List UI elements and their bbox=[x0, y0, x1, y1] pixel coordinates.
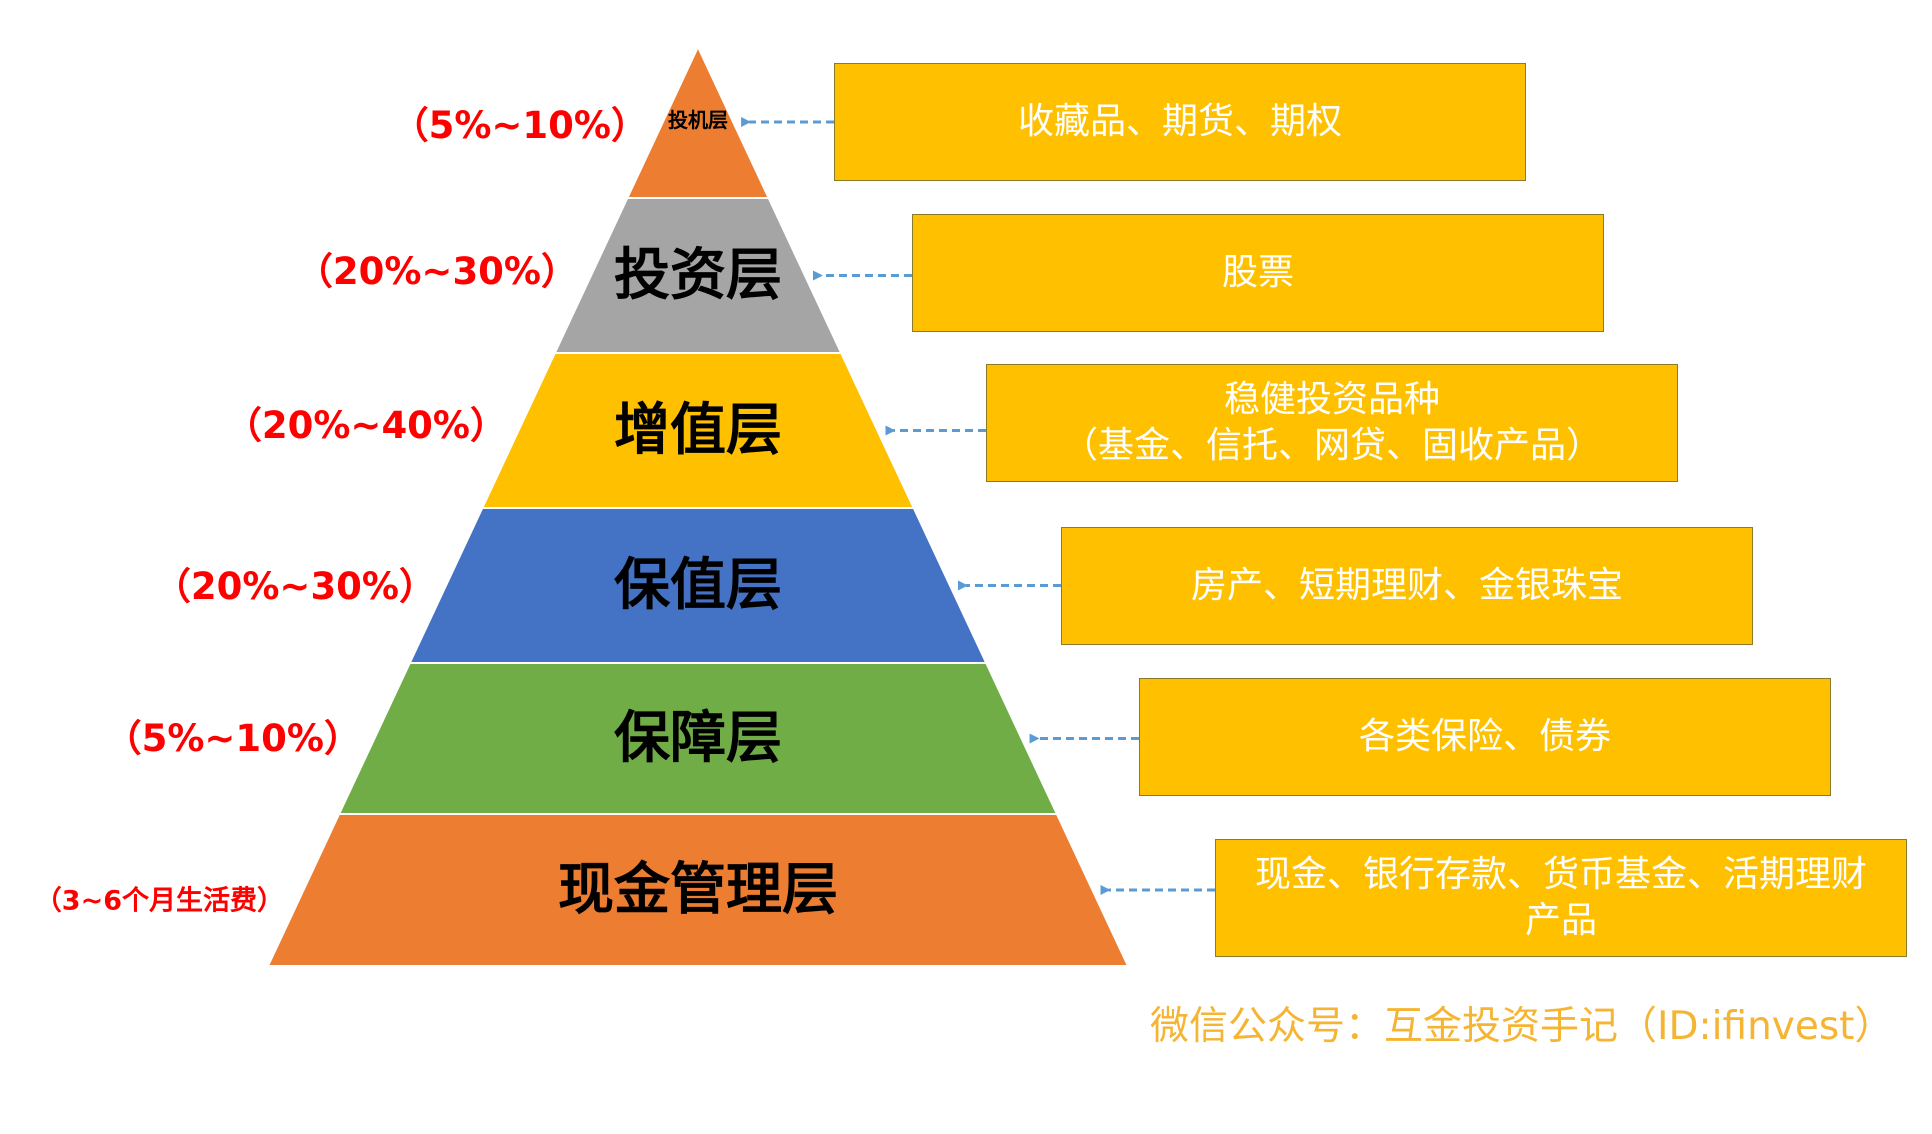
examples-box-preservation: 房产、短期理财、金银珠宝 bbox=[1061, 527, 1753, 645]
examples-box-appreciation: 稳健投资品种 （基金、信托、网贷、固收产品） bbox=[986, 364, 1678, 482]
layer-percentage-investment: （20%~30%） bbox=[295, 250, 578, 293]
layer-name-appreciation: 增值层 bbox=[614, 398, 782, 463]
examples-text: 产品 bbox=[1524, 900, 1597, 941]
examples-text: 稳健投资品种 bbox=[1223, 379, 1440, 420]
layer-name-speculation: 投机层 bbox=[668, 108, 728, 132]
layer-name-investment: 投资层 bbox=[614, 243, 782, 308]
examples-box-investment: 股票 bbox=[912, 214, 1604, 332]
examples-box-cash: 现金、银行存款、货币基金、活期理财 产品 bbox=[1215, 839, 1907, 957]
examples-text: 各类保险、债券 bbox=[1358, 716, 1611, 757]
layer-percentage-preservation: （20%~30%） bbox=[153, 565, 436, 608]
layer-percentage-cash: （3~6个月生活费） bbox=[34, 885, 284, 917]
layer-name-cash: 现金管理层 bbox=[558, 858, 838, 923]
pyramid-layer-cash bbox=[266, 813, 1130, 967]
examples-text: 股票 bbox=[1221, 252, 1294, 293]
layer-percentage-speculation: （5%~10%） bbox=[391, 104, 648, 147]
examples-text: 收藏品、期货、期权 bbox=[1017, 101, 1342, 142]
layer-name-preservation: 保值层 bbox=[614, 553, 782, 618]
examples-box-protection: 各类保险、债券 bbox=[1139, 678, 1831, 796]
layer-name-protection: 保障层 bbox=[614, 706, 782, 771]
layer-percentage-protection: （5%~10%） bbox=[104, 717, 361, 760]
examples-text: （基金、信托、网贷、固收产品） bbox=[1061, 425, 1602, 466]
examples-text: 房产、短期理财、金银珠宝 bbox=[1190, 565, 1623, 606]
layer-percentage-appreciation: （20%~40%） bbox=[224, 404, 507, 447]
footer-credit: 微信公众号：互金投资手记（ID:ifinvest） bbox=[1150, 1004, 1894, 1049]
examples-text: 现金、银行存款、货币基金、活期理财 bbox=[1254, 854, 1867, 895]
examples-box-speculation: 收藏品、期货、期权 bbox=[834, 63, 1526, 181]
